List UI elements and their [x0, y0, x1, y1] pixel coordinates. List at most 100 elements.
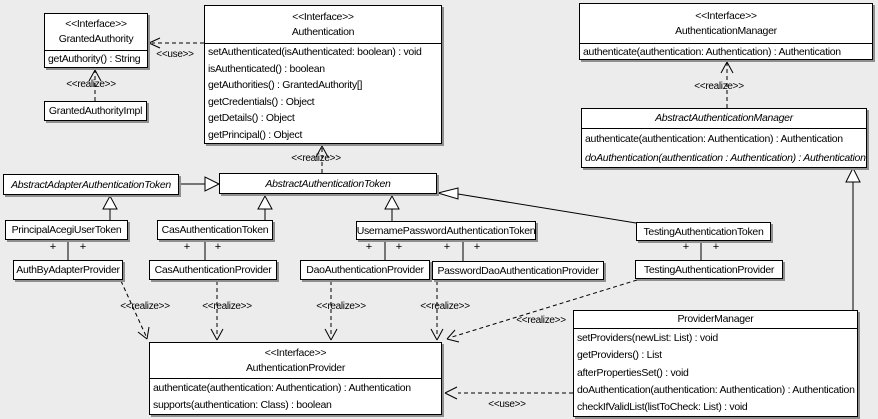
method-row-abstract: doAuthentication(authentication : Authen…: [585, 151, 866, 164]
method-compartment: setProviders(newList: List) : void getPr…: [574, 329, 857, 416]
class-abstract-adapter-authentication-token[interactable]: AbstractAdapterAuthenticationToken: [3, 174, 179, 195]
class-header: <<Interface>> AuthenticationProvider: [150, 343, 441, 379]
method-row: getProviders() : List: [577, 349, 662, 362]
edge-gen-testingtoken: [457, 193, 637, 224]
class-name: AbstractAdapterAuthenticationToken: [11, 178, 171, 191]
association-plus-label: +: [183, 241, 191, 253]
class-authentication-provider[interactable]: <<Interface>> AuthenticationProvider aut…: [149, 342, 442, 415]
realize-stereotype-label: <<realize>>: [316, 301, 366, 312]
class-name: CasAuthenticationToken: [161, 224, 269, 236]
method-row: isAuthenticated() : boolean: [208, 62, 325, 75]
class-granted-authority[interactable]: <<Interface>> GrantedAuthority getAuthor…: [44, 13, 148, 68]
edge-realize-authbyadapterprovider: [120, 280, 147, 337]
realize-stereotype-label: <<realize>>: [120, 301, 170, 312]
method-row: getAuthority() : String: [48, 53, 141, 65]
class-name: GrantedAuthorityImpl: [48, 105, 143, 117]
class-header: <<Interface>> Authentication: [205, 6, 441, 44]
triangle-gen-testingtoken: [436, 187, 459, 200]
realize-stereotype-label: <<realize>>: [420, 301, 470, 312]
class-name: AbstractAuthenticationManager: [655, 112, 793, 124]
class-name: PasswordDaoAuthenticationProvider: [437, 264, 599, 277]
class-name: UsernamePasswordAuthenticationToken: [357, 224, 535, 237]
triangle-gen-principaltoken: [102, 194, 118, 210]
class-dao-authentication-provider[interactable]: DaoAuthenticationProvider: [300, 260, 430, 280]
method-compartment: setAuthenticated(isAuthenticated: boolea…: [205, 44, 441, 143]
stereotype-interface: <<Interface>>: [65, 18, 127, 30]
arrowhead-use-grantedauthority: [148, 37, 161, 49]
method-row: getPrincipal() : Object: [208, 128, 303, 141]
class-name: DaoAuthenticationProvider: [306, 264, 424, 276]
association-plus-label: +: [473, 241, 481, 253]
class-abstract-authentication-manager[interactable]: AbstractAuthenticationManager authentica…: [581, 108, 867, 168]
edge-realize-testingauthenticationprovider: [451, 279, 638, 338]
class-header: AbstractAuthenticationManager: [582, 109, 866, 129]
method-row: doAuthentication(authentication: Authent…: [577, 383, 855, 396]
association-plus-label: +: [395, 241, 403, 253]
class-abstract-authentication-token[interactable]: AbstractAuthenticationToken: [219, 173, 437, 194]
arrowhead-realize-passworddaoauthenticationprovider: [430, 328, 444, 341]
method-compartment: getAuthority() : String: [45, 51, 147, 67]
realize-stereotype-label: <<realize>>: [202, 301, 252, 312]
class-header: ProviderManager: [574, 311, 857, 329]
class-name: AuthenticationManager: [675, 24, 777, 37]
class-name: Authentication: [291, 25, 355, 38]
realize-stereotype-label: <<realize>>: [291, 153, 341, 164]
method-compartment: authenticate(authentication: Authenticat…: [580, 44, 872, 59]
association-plus-label: +: [79, 241, 87, 253]
association-plus-label: +: [49, 241, 57, 253]
association-plus-label: +: [682, 241, 690, 253]
arrowhead-realize-authbyadapterprovider: [137, 326, 150, 340]
method-row: getCredentials() : Object: [208, 95, 315, 108]
class-password-dao-authentication-provider[interactable]: PasswordDaoAuthenticationProvider: [432, 261, 604, 280]
class-authentication-manager[interactable]: <<Interface>> AuthenticationManager auth…: [579, 3, 873, 60]
class-testing-authentication-token[interactable]: TestingAuthenticationToken: [636, 222, 771, 241]
realize-stereotype-label: <<realize>>: [694, 81, 744, 92]
arrowhead-realize-abstractauthenticationmanager: [720, 61, 734, 74]
association-plus-label: +: [365, 241, 373, 253]
method-row: supports(authentication: Class) : boolea…: [153, 399, 332, 412]
class-name: AbstractAuthenticationToken: [265, 177, 391, 190]
class-name: ProviderManager: [677, 313, 754, 325]
method-row: getDetails() : Object: [208, 112, 295, 125]
class-provider-manager[interactable]: ProviderManager setProviders(newList: Li…: [573, 310, 858, 417]
triangle-gen-adapter-token: [204, 176, 221, 192]
use-stereotype-label: <<use>>: [156, 49, 194, 60]
method-row: setProviders(newList: List) : void: [577, 331, 718, 344]
class-header: <<Interface>> AuthenticationManager: [580, 4, 872, 44]
triangle-gen-providermanager: [845, 166, 861, 183]
method-row: afterPropertiesSet() : void: [577, 366, 689, 379]
class-auth-by-adapter-provider[interactable]: AuthByAdapterProvider: [13, 260, 123, 280]
class-name: TestingAuthenticationToken: [643, 225, 764, 238]
association-plus-label: +: [214, 241, 222, 253]
class-principal-acegi-user-token[interactable]: PrincipalAcegiUserToken: [5, 220, 128, 240]
method-row: authenticate(authentication: Authenticat…: [585, 132, 843, 145]
class-header: <<Interface>> GrantedAuthority: [45, 14, 147, 51]
method-row: authenticate(authentication: Authenticat…: [583, 45, 841, 58]
arrowhead-realize-grantedauthorityimpl: [88, 69, 102, 82]
method-compartment: authenticate(authentication: Authenticat…: [582, 129, 866, 167]
class-name: PrincipalAcegiUserToken: [11, 224, 122, 236]
method-row: checkIfValidList(listToCheck: List) : vo…: [577, 401, 748, 414]
arrowhead-use-authenticationprovider: [444, 386, 458, 400]
class-authentication[interactable]: <<Interface>> Authentication setAuthenti…: [204, 5, 442, 144]
stereotype-interface: <<Interface>>: [292, 10, 354, 23]
realize-stereotype-label: <<realize>>: [66, 79, 116, 90]
class-testing-authentication-provider[interactable]: TestingAuthenticationProvider: [635, 260, 783, 279]
arrowhead-realize-abstractauthenticationtoken: [315, 145, 329, 158]
class-cas-authentication-provider[interactable]: CasAuthenticationProvider: [149, 260, 277, 280]
method-row: authenticate(authentication: Authenticat…: [153, 381, 411, 394]
use-stereotype-label: <<use>>: [488, 399, 526, 410]
stereotype-interface: <<Interface>>: [264, 346, 327, 359]
class-username-password-authentication-token[interactable]: UsernamePasswordAuthenticationToken: [356, 221, 536, 240]
class-cas-authentication-token[interactable]: CasAuthenticationToken: [157, 220, 273, 240]
class-granted-authority-impl[interactable]: GrantedAuthorityImpl: [44, 101, 147, 121]
arrowhead-realize-testingauthenticationprovider: [446, 329, 460, 343]
association-plus-label: +: [443, 241, 451, 253]
class-name: CasAuthenticationProvider: [154, 264, 272, 276]
stereotype-interface: <<Interface>>: [695, 9, 757, 22]
method-row: setAuthenticated(isAuthenticated: boolea…: [208, 46, 422, 59]
class-name: AuthenticationProvider: [245, 361, 346, 374]
class-name: AuthByAdapterProvider: [16, 264, 120, 276]
